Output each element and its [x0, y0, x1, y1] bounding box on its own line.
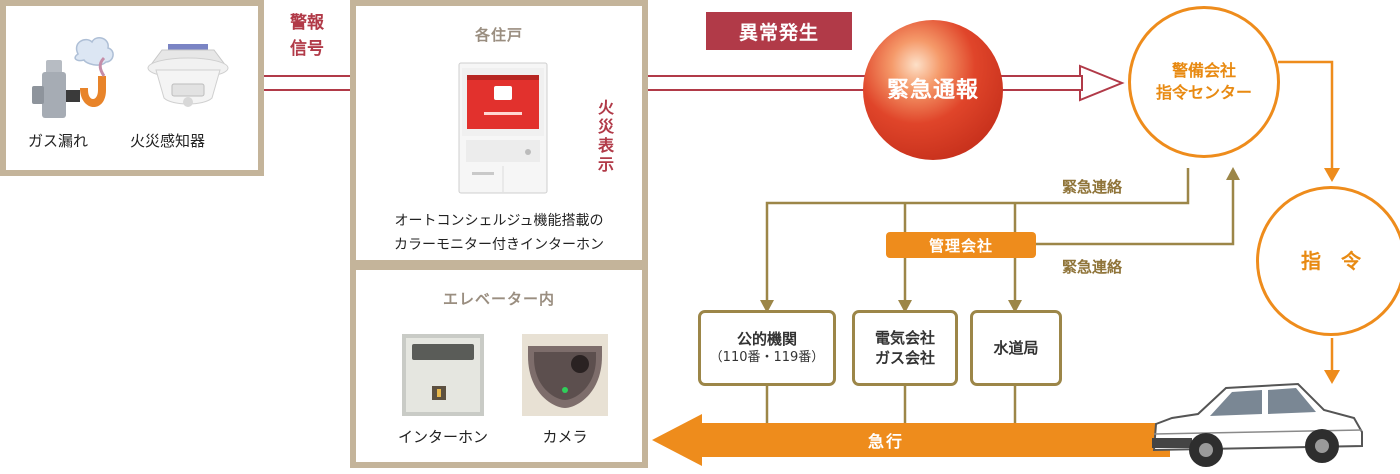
rush-arrow-body: [700, 423, 1170, 457]
monitor-caption-line2: カラーモニター付きインターホン: [356, 234, 642, 254]
public-agencies-line2: （110番・119番）: [710, 349, 825, 367]
car-icon: [1148, 374, 1368, 470]
command-circle: 指 令: [1256, 186, 1400, 336]
security-center-line2: 指令センター: [1156, 82, 1252, 104]
alarm-signal-line1: 警報: [284, 10, 330, 36]
residence-panel: 各住戸 火災表示 オートコンシェルジュ機能搭載の カラーモニター付きインターホン: [350, 0, 648, 266]
utilities-box: 電気会社 ガス会社: [852, 310, 958, 386]
gas-leak-label: ガス漏れ: [28, 130, 88, 151]
alarm-signal-label: 警報 信号: [284, 10, 330, 62]
elevator-panel: エレベーター内 インターホン カメラ: [350, 264, 648, 468]
emergency-contact-label-1: 緊急連絡: [1062, 176, 1122, 197]
fire-detector-icon: [142, 40, 234, 120]
public-agencies-box: 公的機関 （110番・119番）: [698, 310, 836, 386]
water-bureau-label: 水道局: [993, 338, 1038, 358]
water-bureau-box: 水道局: [970, 310, 1062, 386]
command-label: 指 令: [1301, 248, 1361, 275]
alarm-signal-line2: 信号: [284, 36, 330, 62]
elevator-intercom-label: インターホン: [384, 426, 502, 447]
intercom-monitor-icon: [458, 62, 548, 194]
elevator-camera-label: カメラ: [506, 426, 624, 447]
security-center-circle: 警備会社 指令センター: [1128, 6, 1280, 158]
management-company-badge: 管理会社: [886, 232, 1036, 258]
emergency-contact-label-2: 緊急連絡: [1062, 256, 1122, 277]
public-agencies-line1: 公的機関: [737, 329, 797, 349]
anomaly-badge: 異常発生: [706, 12, 852, 50]
elevator-title: エレベーター内: [356, 288, 642, 309]
security-center-line1: 警備会社: [1172, 60, 1236, 82]
management-to-center-arrow: [1226, 167, 1240, 180]
report-arrow-head: [1080, 66, 1122, 100]
elevator-intercom-icon: [402, 334, 484, 416]
rush-arrow-head: [652, 414, 702, 466]
fire-detector-label: 火災感知器: [130, 130, 205, 151]
rush-label: 急行: [868, 428, 904, 452]
emergency-report-label: 緊急通報: [863, 72, 1003, 104]
fire-display-label: 火災表示: [596, 98, 616, 174]
utilities-line1: 電気会社: [875, 328, 935, 348]
utilities-line2: ガス会社: [875, 348, 935, 368]
residence-title: 各住戸: [356, 24, 642, 45]
elevator-camera-icon: [522, 334, 608, 416]
alarm-device-panel: ガス漏れ 火災感知器: [0, 0, 264, 176]
gas-leak-icon: [28, 32, 118, 122]
center-to-command-line: [1278, 62, 1332, 172]
center-to-command-arrow: [1324, 168, 1340, 182]
monitor-caption-line1: オートコンシェルジュ機能搭載の: [356, 210, 642, 230]
